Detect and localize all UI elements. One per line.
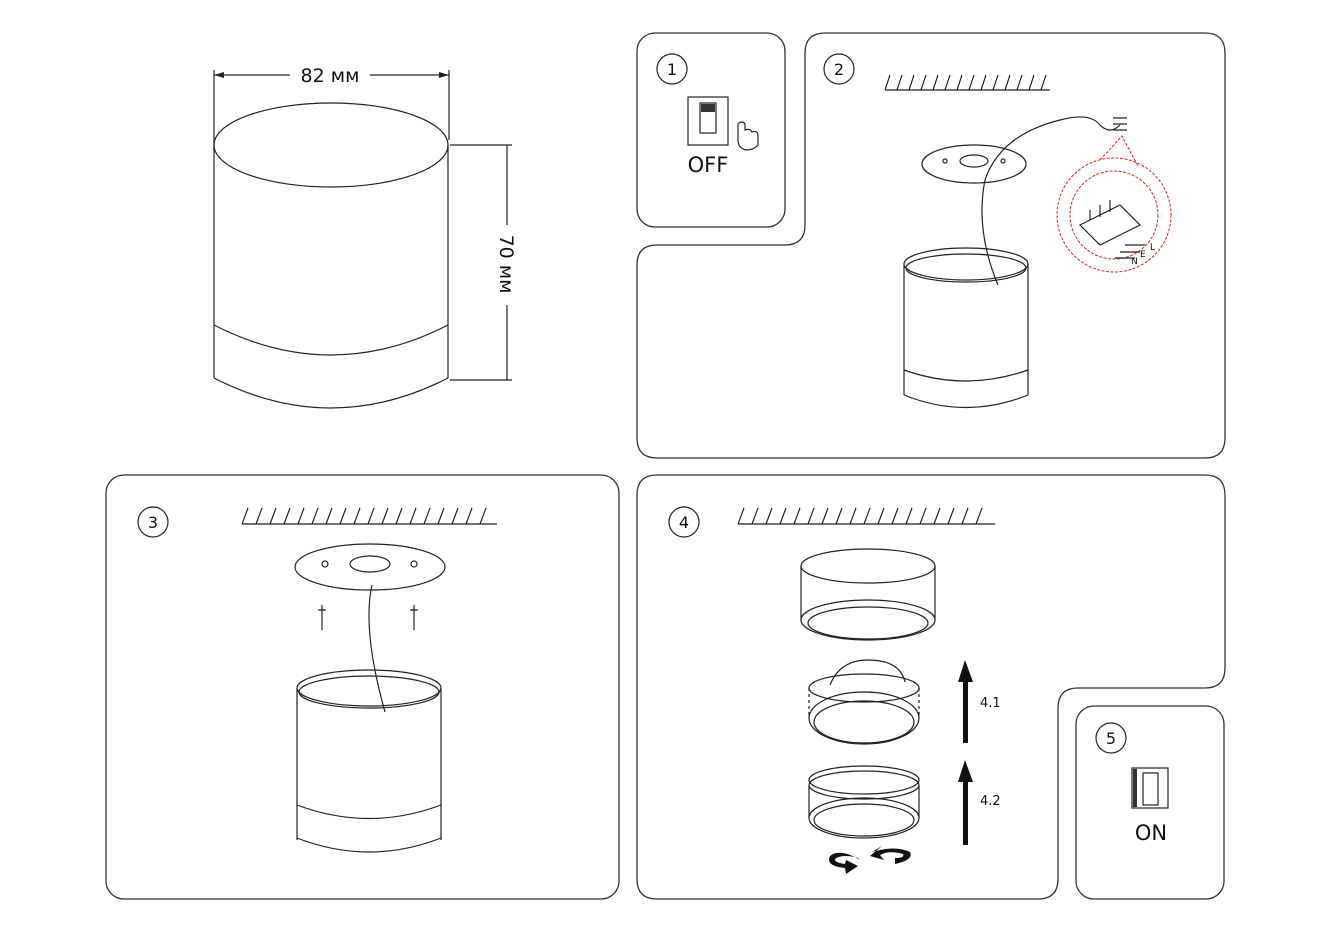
switch-on-icon: ON <box>1131 767 1169 845</box>
wire-label-l: L <box>1150 243 1155 253</box>
mounting-illustration <box>241 507 497 853</box>
step-number-3: 3 <box>137 506 169 538</box>
svg-text:3: 3 <box>148 513 158 532</box>
on-label: ON <box>1135 821 1167 845</box>
panel-step-5 <box>1075 705 1225 900</box>
step-number-5: 5 <box>1095 722 1127 754</box>
substep-4-2-label: 4.2 <box>980 794 1001 809</box>
arrow-up-icon <box>958 660 973 845</box>
panel-step-2 <box>636 32 1226 459</box>
dimension-drawing: 82 мм 70 мм <box>213 65 517 409</box>
height-label: 70 мм <box>495 235 517 294</box>
panel-step-1 <box>636 32 786 228</box>
substep-4-1-label: 4.1 <box>980 696 1001 711</box>
step-number-2: 2 <box>823 53 855 85</box>
panel-step-4 <box>636 474 1226 900</box>
svg-text:1: 1 <box>667 60 677 79</box>
off-label: OFF <box>688 153 729 177</box>
wiring-illustration: L E N <box>884 74 1172 409</box>
switch-off-icon: OFF <box>687 96 759 177</box>
rotate-icon <box>829 852 860 874</box>
svg-text:4: 4 <box>679 513 689 532</box>
step-number-4: 4 <box>668 506 700 538</box>
svg-text:2: 2 <box>834 60 844 79</box>
svg-text:5: 5 <box>1106 729 1116 748</box>
width-label: 82 мм <box>301 65 360 87</box>
panel-step-3 <box>105 474 620 900</box>
wire-label-e: E <box>1140 250 1146 260</box>
step-number-1: 1 <box>656 53 688 85</box>
wire-label-n: N <box>1131 257 1138 267</box>
assembly-illustration <box>737 507 995 874</box>
